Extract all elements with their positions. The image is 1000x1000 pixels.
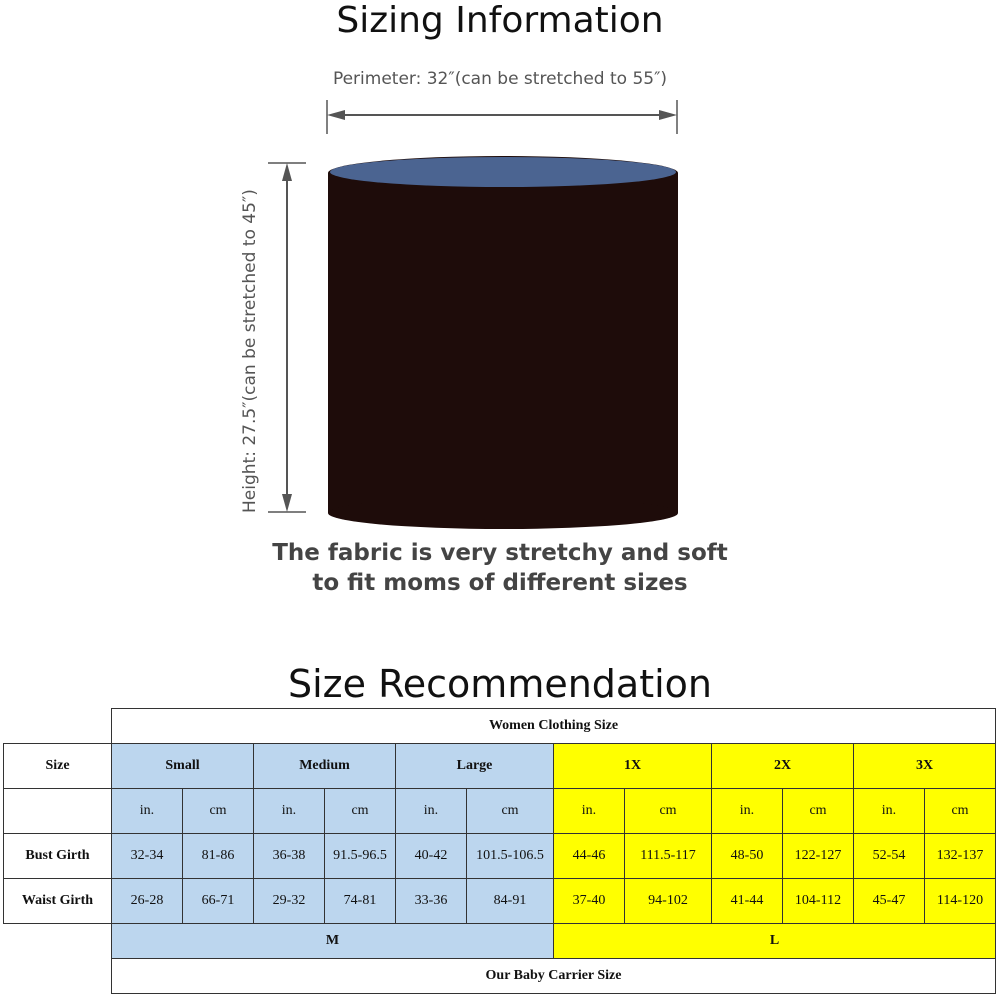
recommendation-title: Size Recommendation: [288, 662, 712, 706]
unit-cell: in.: [253, 788, 325, 834]
table-cell: 104-112: [782, 878, 854, 924]
women-size-header: Women Clothing Size: [111, 708, 996, 744]
size-large: Large: [395, 743, 554, 789]
table-cell: 91.5-96.5: [324, 833, 396, 879]
size-2x: 2X: [711, 743, 854, 789]
sizing-title: Sizing Information: [336, 0, 664, 41]
unit-cell: in.: [395, 788, 467, 834]
table-cell: 32-34: [111, 833, 183, 879]
table-cell: 66-71: [182, 878, 254, 924]
table-cell: 33-36: [395, 878, 467, 924]
unit-cell: in.: [711, 788, 783, 834]
table-cell: 44-46: [553, 833, 625, 879]
table-cell: 29-32: [253, 878, 325, 924]
carrier-size-row: M L: [3, 923, 996, 959]
table-cell: 45-47: [853, 878, 925, 924]
table-cell: 26-28: [111, 878, 183, 924]
unit-cell: cm: [466, 788, 554, 834]
row-label: Bust Girth: [3, 833, 112, 879]
size-medium: Medium: [253, 743, 396, 789]
bust-girth-row: Bust Girth 32-34 81-86 36-38 91.5-96.5 4…: [3, 833, 996, 879]
carrier-size-m: M: [111, 923, 554, 959]
height-label: Height: 27.5″(can be stretched to 45″): [240, 189, 260, 513]
size-small: Small: [111, 743, 254, 789]
table-cell: 94-102: [624, 878, 712, 924]
table-cell: 84-91: [466, 878, 554, 924]
table-cell: 114-120: [924, 878, 996, 924]
table-cell: 41-44: [711, 878, 783, 924]
unit-cell: in.: [553, 788, 625, 834]
table-cell: 132-137: [924, 833, 996, 879]
size-label: Size: [3, 743, 112, 789]
fabric-note-line1: The fabric is very stretchy and soft: [272, 540, 728, 566]
carrier-size-l: L: [553, 923, 996, 959]
tube-illustration: [268, 100, 678, 529]
footer-row: Our Baby Carrier Size: [3, 958, 996, 994]
unit-cell: in.: [853, 788, 925, 834]
perimeter-label: Perimeter: 32″(can be stretched to 55″): [332, 69, 668, 89]
perimeter-arrow: [326, 100, 678, 134]
size-table: Women Clothing Size Size Small Medium La…: [3, 708, 996, 994]
units-row: in. cm in. cm in. cm in. cm in. cm in. c…: [3, 788, 996, 834]
unit-cell: cm: [782, 788, 854, 834]
row-label: Waist Girth: [3, 878, 112, 924]
unit-cell: in.: [111, 788, 183, 834]
table-header-row: Women Clothing Size: [3, 708, 996, 744]
table-cell: 122-127: [782, 833, 854, 879]
size-row: Size Small Medium Large 1X 2X 3X: [3, 743, 996, 789]
size-3x: 3X: [853, 743, 996, 789]
unit-cell: cm: [624, 788, 712, 834]
unit-cell: cm: [924, 788, 996, 834]
fabric-note-line2: to fit moms of different sizes: [312, 570, 688, 596]
table-cell: 40-42: [395, 833, 467, 879]
table-cell: 81-86: [182, 833, 254, 879]
table-cell: 101.5-106.5: [466, 833, 554, 879]
unit-cell: cm: [182, 788, 254, 834]
fabric-tube: [328, 156, 678, 529]
table-cell: 111.5-117: [624, 833, 712, 879]
table-cell: 74-81: [324, 878, 396, 924]
table-cell: 37-40: [553, 878, 625, 924]
waist-girth-row: Waist Girth 26-28 66-71 29-32 74-81 33-3…: [3, 878, 996, 924]
table-cell: 52-54: [853, 833, 925, 879]
size-1x: 1X: [553, 743, 712, 789]
unit-cell: cm: [324, 788, 396, 834]
height-arrow: [268, 162, 306, 513]
table-cell: 48-50: [711, 833, 783, 879]
carrier-size-footer: Our Baby Carrier Size: [111, 958, 996, 994]
table-cell: 36-38: [253, 833, 325, 879]
